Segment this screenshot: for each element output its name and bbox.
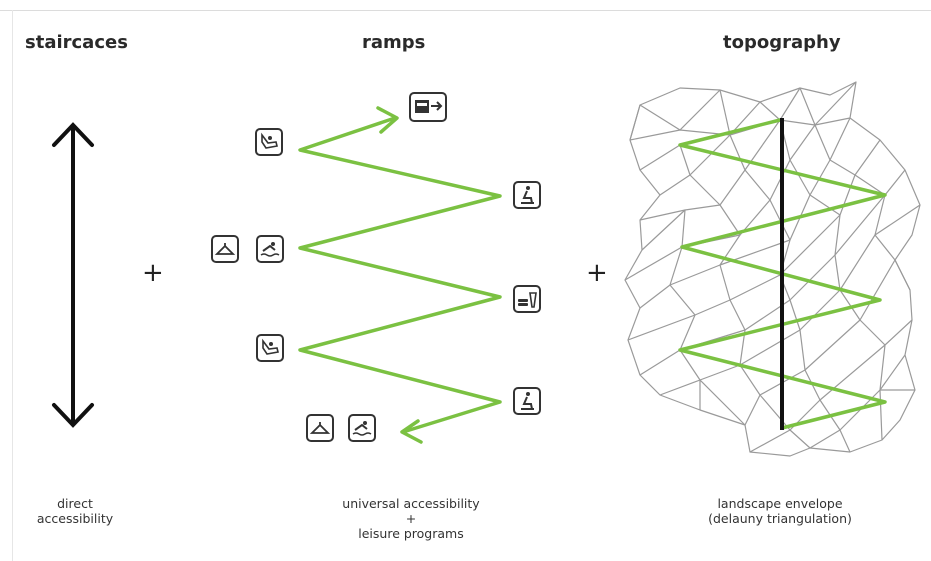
topography-title: topography: [723, 32, 841, 53]
ramp-zigzag: [298, 106, 502, 444]
massage-icon: [255, 128, 283, 156]
seated-person-icon: [513, 181, 541, 209]
clothes-hanger-icon-2: [306, 414, 334, 442]
plus-operator-1: +: [142, 258, 164, 288]
ramps-caption: universal accessibility + leisure progra…: [342, 496, 480, 541]
staircases-caption: direct accessibility: [36, 496, 114, 526]
staircases-title: staircaces: [25, 32, 128, 53]
plus-operator-2: +: [586, 258, 608, 288]
seated-person-icon-2: [513, 387, 541, 415]
frame-left-border: [12, 10, 13, 561]
clothes-hanger-icon: [211, 235, 239, 263]
burger-drink-icon: [513, 285, 541, 313]
exit-door-icon: [409, 92, 447, 122]
swimmer-icon: [256, 235, 284, 263]
topography-caption: landscape envelope (delauny triangulatio…: [708, 496, 852, 526]
staircase-arrow: [52, 122, 94, 428]
frame-top-border: [0, 10, 931, 11]
swimmer-icon-2: [348, 414, 376, 442]
ramps-title: ramps: [362, 32, 426, 53]
massage-icon-2: [256, 334, 284, 362]
